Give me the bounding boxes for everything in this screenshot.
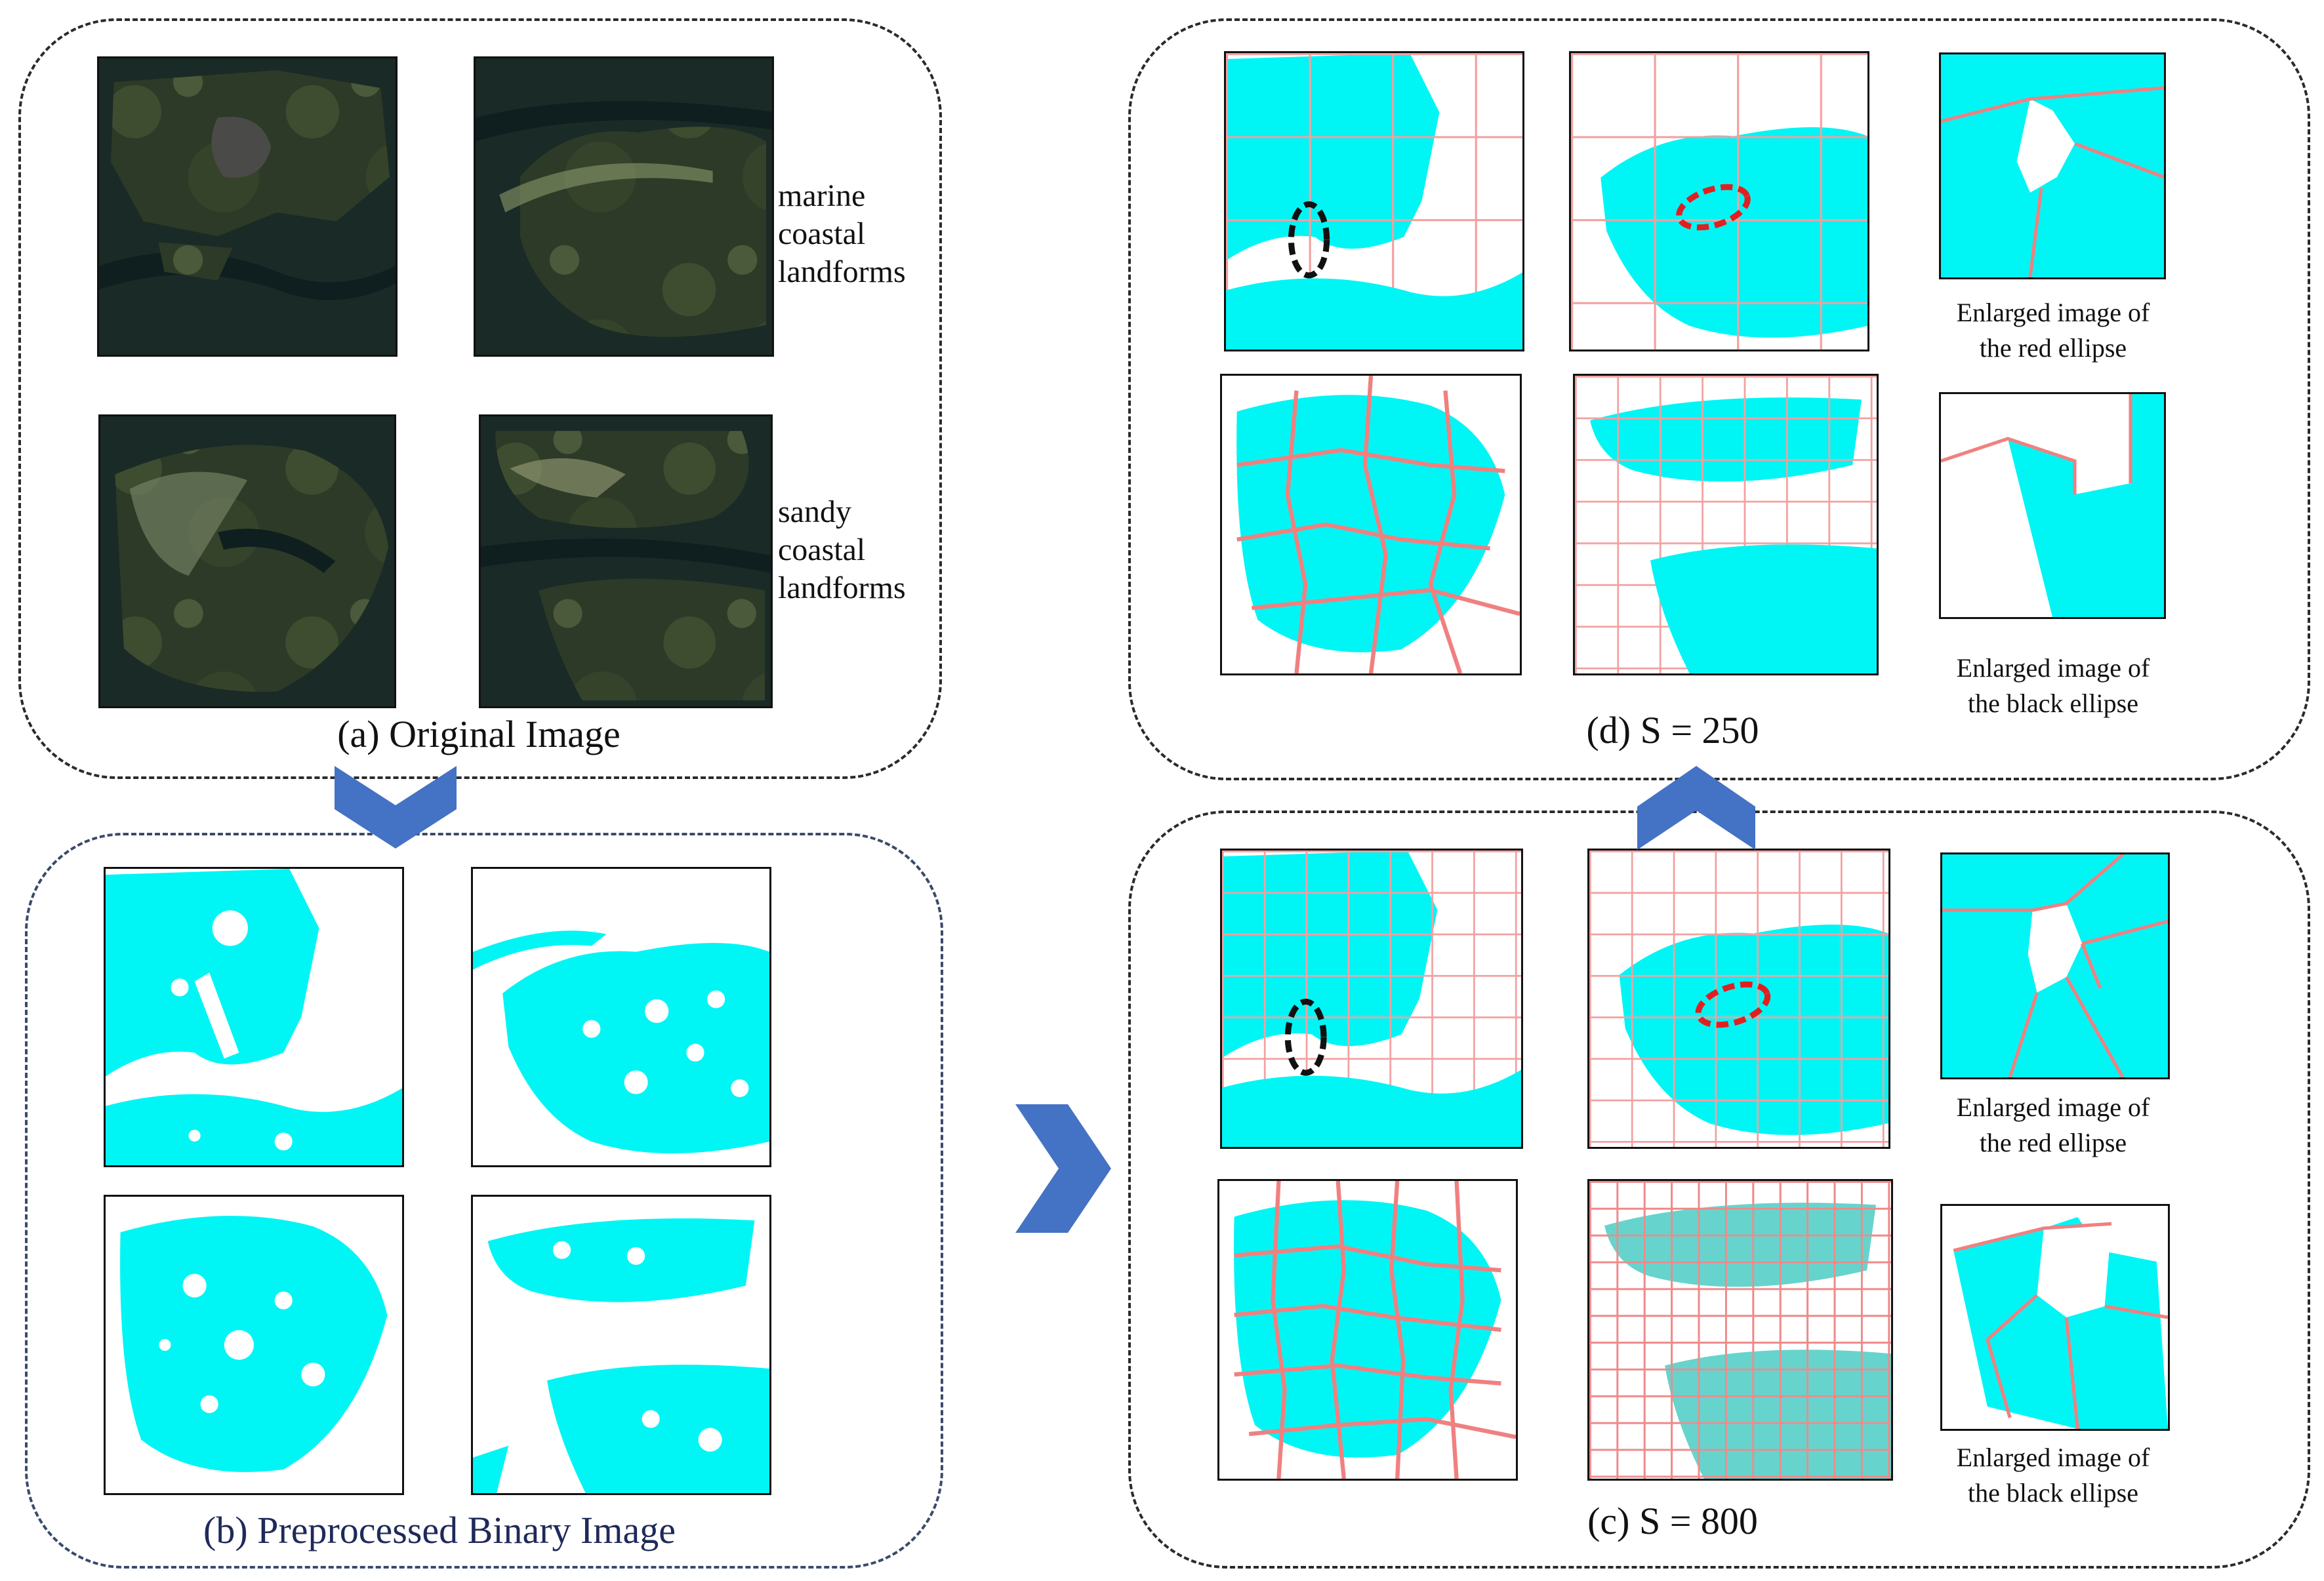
segmentation-c-bottom-1 <box>1217 1179 1518 1481</box>
binary-image-2 <box>471 867 771 1167</box>
label-enlarged-black-d: Enlarged image of the black ellipse <box>1956 653 2150 718</box>
panel-s-250 <box>1128 18 2310 780</box>
segmentation-c-bottom-2 <box>1587 1179 1893 1481</box>
caption-preprocessed-binary: (b) Preprocessed Binary Image <box>203 1509 676 1551</box>
segmentation-c-top-2 <box>1587 849 1890 1149</box>
label-enlarged-red-c: Enlarged image of the red ellipse <box>1956 1092 2150 1157</box>
caption-s-800: (c) S = 800 <box>1587 1500 1758 1542</box>
label-enlarged-red-d: Enlarged image of the red ellipse <box>1956 298 2150 363</box>
enlarged-red-ellipse-c <box>1940 852 2170 1079</box>
segmentation-d-bottom-1 <box>1220 374 1522 675</box>
segmentation-c-top-1 <box>1220 849 1523 1149</box>
panel-preprocessed-binary <box>25 833 943 1569</box>
segmentation-d-bottom-2 <box>1573 374 1879 675</box>
satellite-image-4 <box>479 414 773 708</box>
caption-original-image: (a) Original Image <box>337 713 621 755</box>
caption-s-250: (d) S = 250 <box>1586 709 1759 751</box>
binary-image-1 <box>104 867 404 1167</box>
enlarged-red-ellipse-d <box>1939 52 2166 279</box>
satellite-image-2 <box>474 56 774 357</box>
label-sandy-coastal-landforms: sandy coastal landforms <box>778 494 906 605</box>
satellite-image-3 <box>98 414 396 708</box>
segmentation-d-top-2 <box>1569 51 1869 351</box>
panel-original-image <box>18 18 942 779</box>
label-enlarged-black-c: Enlarged image of the black ellipse <box>1956 1443 2150 1508</box>
binary-image-3 <box>104 1195 404 1495</box>
enlarged-black-ellipse-d <box>1939 392 2166 619</box>
satellite-image-1 <box>97 56 398 357</box>
label-marine-coastal-landforms: marine coastal landforms <box>778 178 906 289</box>
arrow-down-icon <box>335 766 457 849</box>
segmentation-d-top-1 <box>1224 51 1524 351</box>
enlarged-black-ellipse-c <box>1940 1204 2170 1431</box>
arrow-right-icon <box>1015 1104 1111 1233</box>
binary-image-4 <box>471 1195 771 1495</box>
arrow-up-icon <box>1637 766 1755 850</box>
